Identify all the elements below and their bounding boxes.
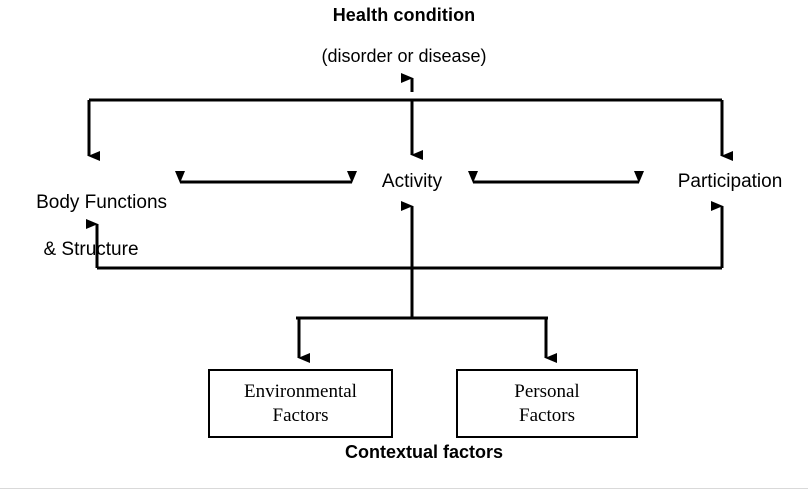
bottom-divider [0,488,808,489]
box-environmental-factors-line2: Factors [272,404,329,426]
node-activity: Activity [381,171,443,192]
box-environmental-factors-text: Environmental Factors [210,380,391,428]
box-personal-factors-line2: Factors [519,404,575,426]
diagram-subtitle: (disorder or disease) [321,46,487,66]
node-participation: Participation [677,171,783,192]
box-personal-factors-text: Personal Factors [458,380,636,428]
box-personal-factors: Personal Factors [456,369,638,438]
node-body-functions-line1: Body Functions [36,192,168,214]
node-body-functions-structure: Body Functions & Structure [6,168,176,307]
box-environmental-factors: Environmental Factors [208,369,393,438]
contextual-factors-caption: Contextual factors [344,442,504,462]
box-environmental-factors-line1: Environmental [244,380,357,402]
diagram-title: Health condition [332,5,476,25]
box-personal-factors-line1: Personal [514,380,580,402]
node-body-functions-line2: & Structure [43,238,139,260]
